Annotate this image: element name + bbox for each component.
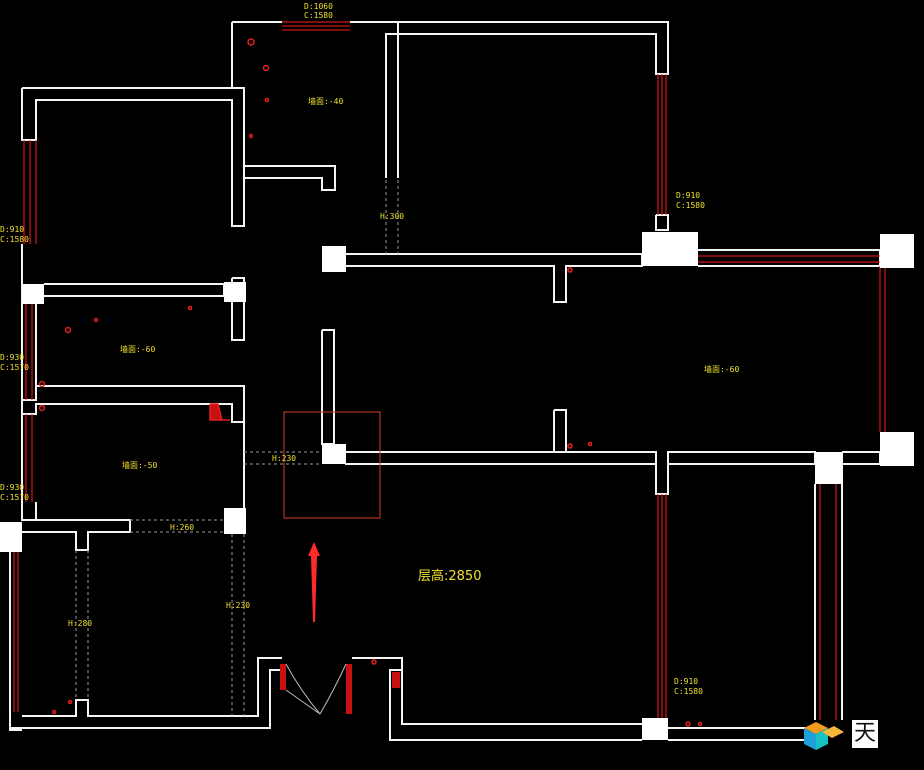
door-label-h300: H:300 (380, 212, 404, 221)
watermark-logo: 天 (800, 718, 879, 754)
label-left-mid-window-c: C:1570 (0, 363, 29, 372)
door-label-h280: H:280 (68, 619, 92, 628)
walls (9, 21, 881, 741)
label-left-top-window-c: C:1580 (0, 235, 29, 244)
windows (13, 21, 886, 720)
watermark-text: 天 (852, 720, 879, 748)
entry-arrow-icon (308, 542, 320, 622)
door-label-h260: H:260 (170, 523, 194, 532)
label-right-top-window-d: D:910 (676, 191, 700, 200)
label-left-low-window-d: D:930 (0, 483, 24, 492)
labels: D:1060 C:1580 墙面:-40 H:300 D:910 C:1580 … (0, 2, 739, 696)
ceiling-height-label: 层高:2850 (418, 568, 481, 584)
room-label-top-small: 墙面:-40 (308, 96, 343, 106)
label-left-low-window-c: C:1570 (0, 493, 29, 502)
label-top-window-d: D:1060 (304, 2, 333, 11)
label-right-bottom-window-c: C:1580 (674, 687, 703, 696)
label-left-mid-window-d: D:930 (0, 353, 24, 362)
door-openings (75, 180, 399, 716)
room-label-right-big: 墙面:-60 (704, 364, 739, 374)
columns (0, 232, 914, 740)
door-label-h230-b: H:230 (226, 601, 250, 610)
door-label-h230-a: H:230 (272, 454, 296, 463)
highlight-box (283, 411, 381, 519)
label-right-bottom-window-d: D:910 (674, 677, 698, 686)
label-top-window-c: C:1580 (304, 11, 333, 20)
cube-logo-icon (804, 722, 844, 750)
label-right-top-window-c: C:1580 (676, 201, 705, 210)
label-left-top-window-d: D:910 (0, 225, 24, 234)
fixture-markers (38, 38, 703, 727)
room-label-left-lower: 墙面:-50 (122, 460, 157, 470)
room-label-left-middle: 墙面:-60 (120, 344, 155, 354)
entrance-door (280, 663, 352, 715)
